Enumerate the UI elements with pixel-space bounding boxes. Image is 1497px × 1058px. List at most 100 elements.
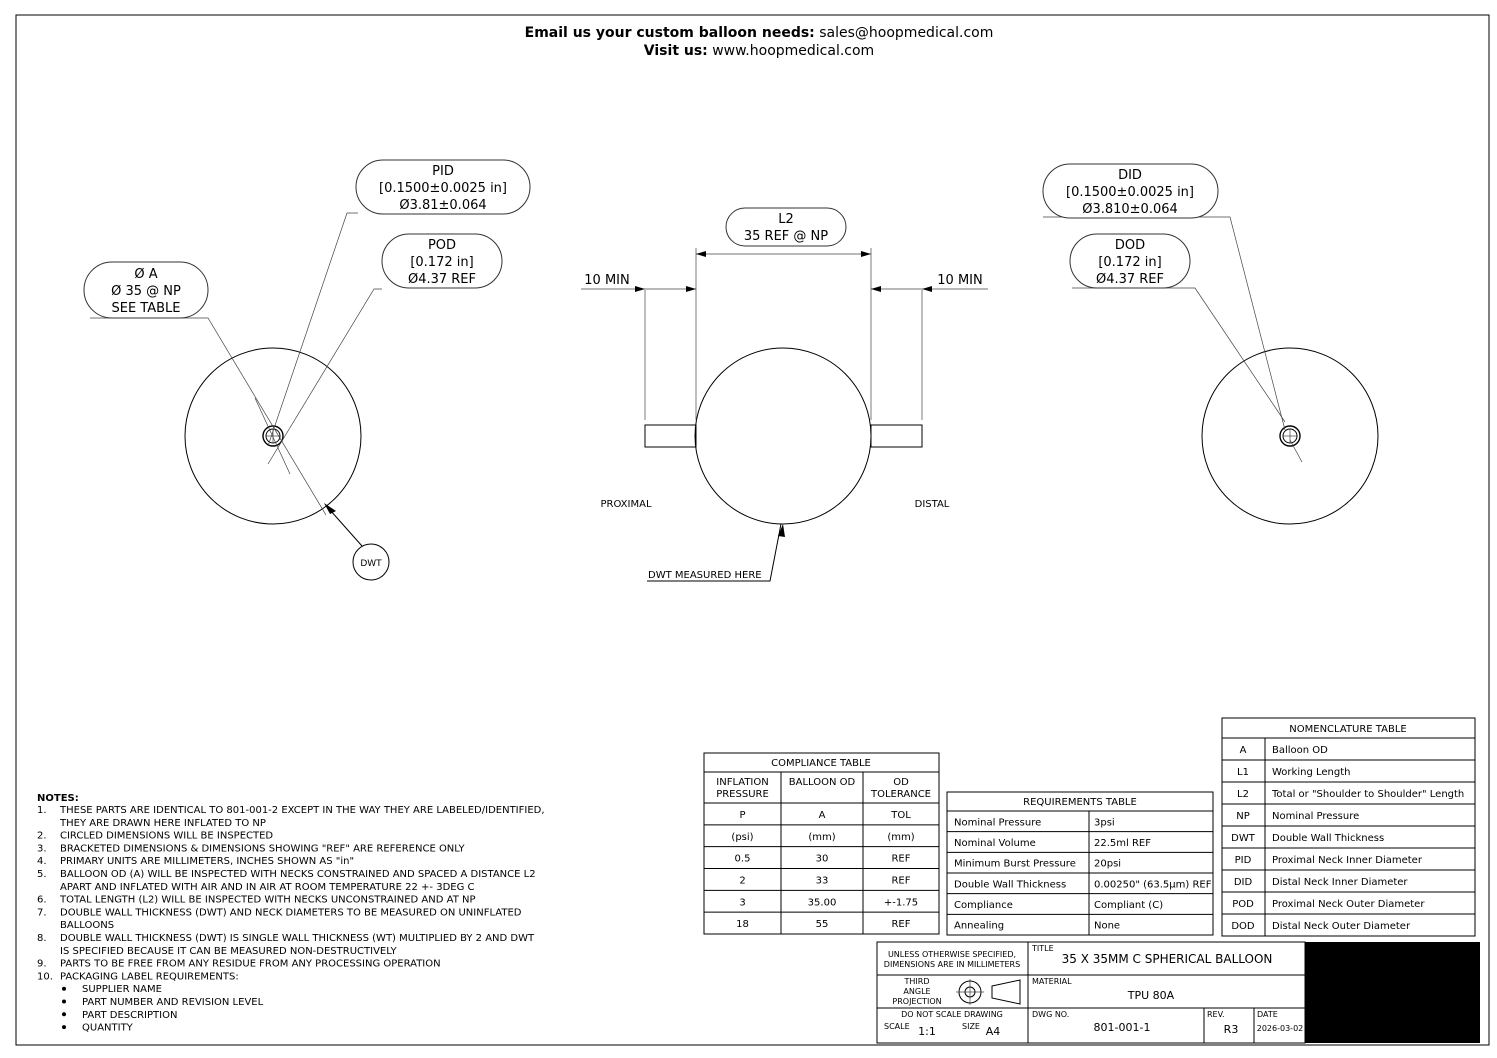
projection-line1: THIRD [904,977,930,986]
note-text: DOUBLE WALL THICKNESS (DWT) AND NECK DIA… [60,907,522,918]
note-bullet: SUPPLIER NAME [82,984,162,995]
dwt-extension [254,397,291,475]
size-value: A4 [986,1025,1001,1038]
nomenclature-abbrev-cell: A [1240,745,1247,756]
compliance-cell: 30 [816,854,829,865]
note-number: 5. [37,869,47,880]
compliance-cell: P [739,810,745,821]
compliance-header-cell: TOLERANCE [870,789,931,800]
pid-callout-line2: [0.1500±0.0025 in] [379,181,507,196]
proximal-end-view: Ø A Ø 35 @ NP SEE TABLE PID [0.1500±0.00… [83,159,531,581]
scale-value: 1:1 [918,1025,936,1038]
rev-label: REV. [1207,1010,1225,1019]
requirements-table-frame [946,791,1214,936]
material-value: TPU 80A [1127,989,1175,1002]
nomenclature-meaning-cell: Nominal Pressure [1272,811,1359,822]
balloon-outline-side [694,347,872,525]
requirements-label-cell: Minimum Burst Pressure [954,859,1076,870]
website-link[interactable]: www.hoopmedical.com [712,43,874,59]
projection-line2: ANGLE [903,987,930,996]
compliance-cell: (mm) [808,832,835,843]
unless-line1: UNLESS OTHERWISE SPECIFIED, [888,950,1016,959]
note-text: PACKAGING LABEL REQUIREMENTS: [60,971,239,982]
side-view: L2 35 REF @ NP 10 MIN 10 MIN PROXIMAL DI… [581,207,988,582]
distal-neck [870,424,923,448]
rev-value: R3 [1224,1023,1239,1036]
compliance-header-cell: BALLOON OD [789,777,856,788]
note-number: 4. [37,856,47,867]
logo-background [1305,942,1480,1043]
pid-callout-line1: PID [432,164,454,179]
did-callout-line3: Ø3.810±0.064 [1082,202,1178,217]
note-bullet: QUANTITY [82,1023,134,1034]
note-text: CIRCLED DIMENSIONS WILL BE INSPECTED [60,831,273,842]
nomenclature-abbrev-cell: POD [1232,899,1254,910]
note-text: IS SPECIFIED BECAUSE IT CAN BE MEASURED … [60,946,397,957]
nomenclature-meaning-cell: Double Wall Thickness [1272,833,1384,844]
note-text: THEY ARE DRAWN HERE INFLATED TO NP [59,818,266,829]
logo-tagline: Advanced Medical Balloons™ [1321,1023,1463,1035]
scale-label: SCALE [884,1022,910,1031]
drawing-title: 35 X 35MM C SPHERICAL BALLOON [1062,952,1273,966]
compliance-cell: 2 [739,875,745,886]
visit-line: Visit us: www.hoopmedical.com [644,43,874,59]
requirements-value-cell: None [1094,921,1120,932]
title-block: UNLESS OTHERWISE SPECIFIED, DIMENSIONS A… [876,941,1306,1044]
compliance-cell: 0.5 [735,854,751,865]
nomenclature-meaning-cell: Working Length [1272,767,1350,778]
min-arrow-right-b [922,286,932,292]
email-link[interactable]: sales@hoopmedical.com [819,25,993,41]
requirements-value-cell: 0.00250" (63.5µm) REF [1094,879,1212,890]
material-label: MATERIAL [1032,977,1072,986]
l2-arrow-left [696,251,706,257]
nomenclature-abbrev-cell: DID [1234,877,1253,888]
logo-wordmark: hoop [1305,950,1479,1023]
min-arrow-right-a [871,286,881,292]
dod-leader [1072,287,1286,423]
dod-callout [1069,233,1191,289]
dod-extension [1289,439,1303,463]
unless-line2: DIMENSIONS ARE IN MILLIMETERS [884,960,1020,969]
od-callout-line2: Ø 35 @ NP [111,284,181,299]
pod-callout [381,233,503,289]
requirements-label-cell: Nominal Volume [954,838,1036,849]
distal-end-view: DID [0.1500±0.0025 in] Ø3.810±0.064 DOD … [1042,163,1379,525]
bullet-mark [62,1012,66,1017]
compliance-table: COMPLIANCE TABLE INFLATIONPRESSUREBALLOO… [703,752,940,935]
compliance-cell: TOL [890,810,911,821]
neck-outer-right [1279,425,1301,447]
sheet-border [15,14,1490,1046]
balloon-outline-right [1201,347,1379,525]
balloon-outline-left [184,347,362,525]
size-label: SIZE [962,1022,980,1031]
compliance-cell: REF [891,919,910,930]
dwt-bubble-text: DWT [360,559,382,569]
dwt-measured-label: DWT MEASURED HERE [648,570,762,581]
nomenclature-meaning-cell: Proximal Neck Inner Diameter [1272,855,1423,866]
nomenclature-meaning-cell: Distal Neck Outer Diameter [1272,921,1411,932]
pid-leader [267,212,358,447]
pod-callout-line2: [0.172 in] [410,255,473,270]
compliance-cell: REF [891,854,910,865]
compliance-table-frame [703,752,940,935]
requirements-label-cell: Annealing [954,921,1004,932]
pid-callout [355,159,531,215]
note-text: DOUBLE WALL THICKNESS (DWT) IS SINGLE WA… [60,933,535,944]
od-leader [90,317,327,516]
nomenclature-meaning-cell: Balloon OD [1272,745,1328,756]
compliance-header-cell: PRESSURE [716,789,769,800]
nomenclature-abbrev-cell: L2 [1237,789,1249,800]
bullet-mark [62,999,66,1004]
dwt-bubble [352,543,390,581]
note-number: 9. [37,959,47,970]
note-number: 10. [37,971,53,982]
note-text: BRACKETED DIMENSIONS & DIMENSIONS SHOWIN… [60,843,466,854]
nomenclature-abbrev-cell: PID [1235,855,1252,866]
compliance-cell: 18 [736,919,749,930]
dod-callout-line3: Ø4.37 REF [1096,272,1164,287]
nomenclature-abbrev-cell: DOD [1231,921,1255,932]
did-callout-line1: DID [1118,168,1142,183]
note-text: THESE PARTS ARE IDENTICAL TO 801-001-2 E… [59,805,545,816]
notes-title: NOTES: [37,793,79,804]
